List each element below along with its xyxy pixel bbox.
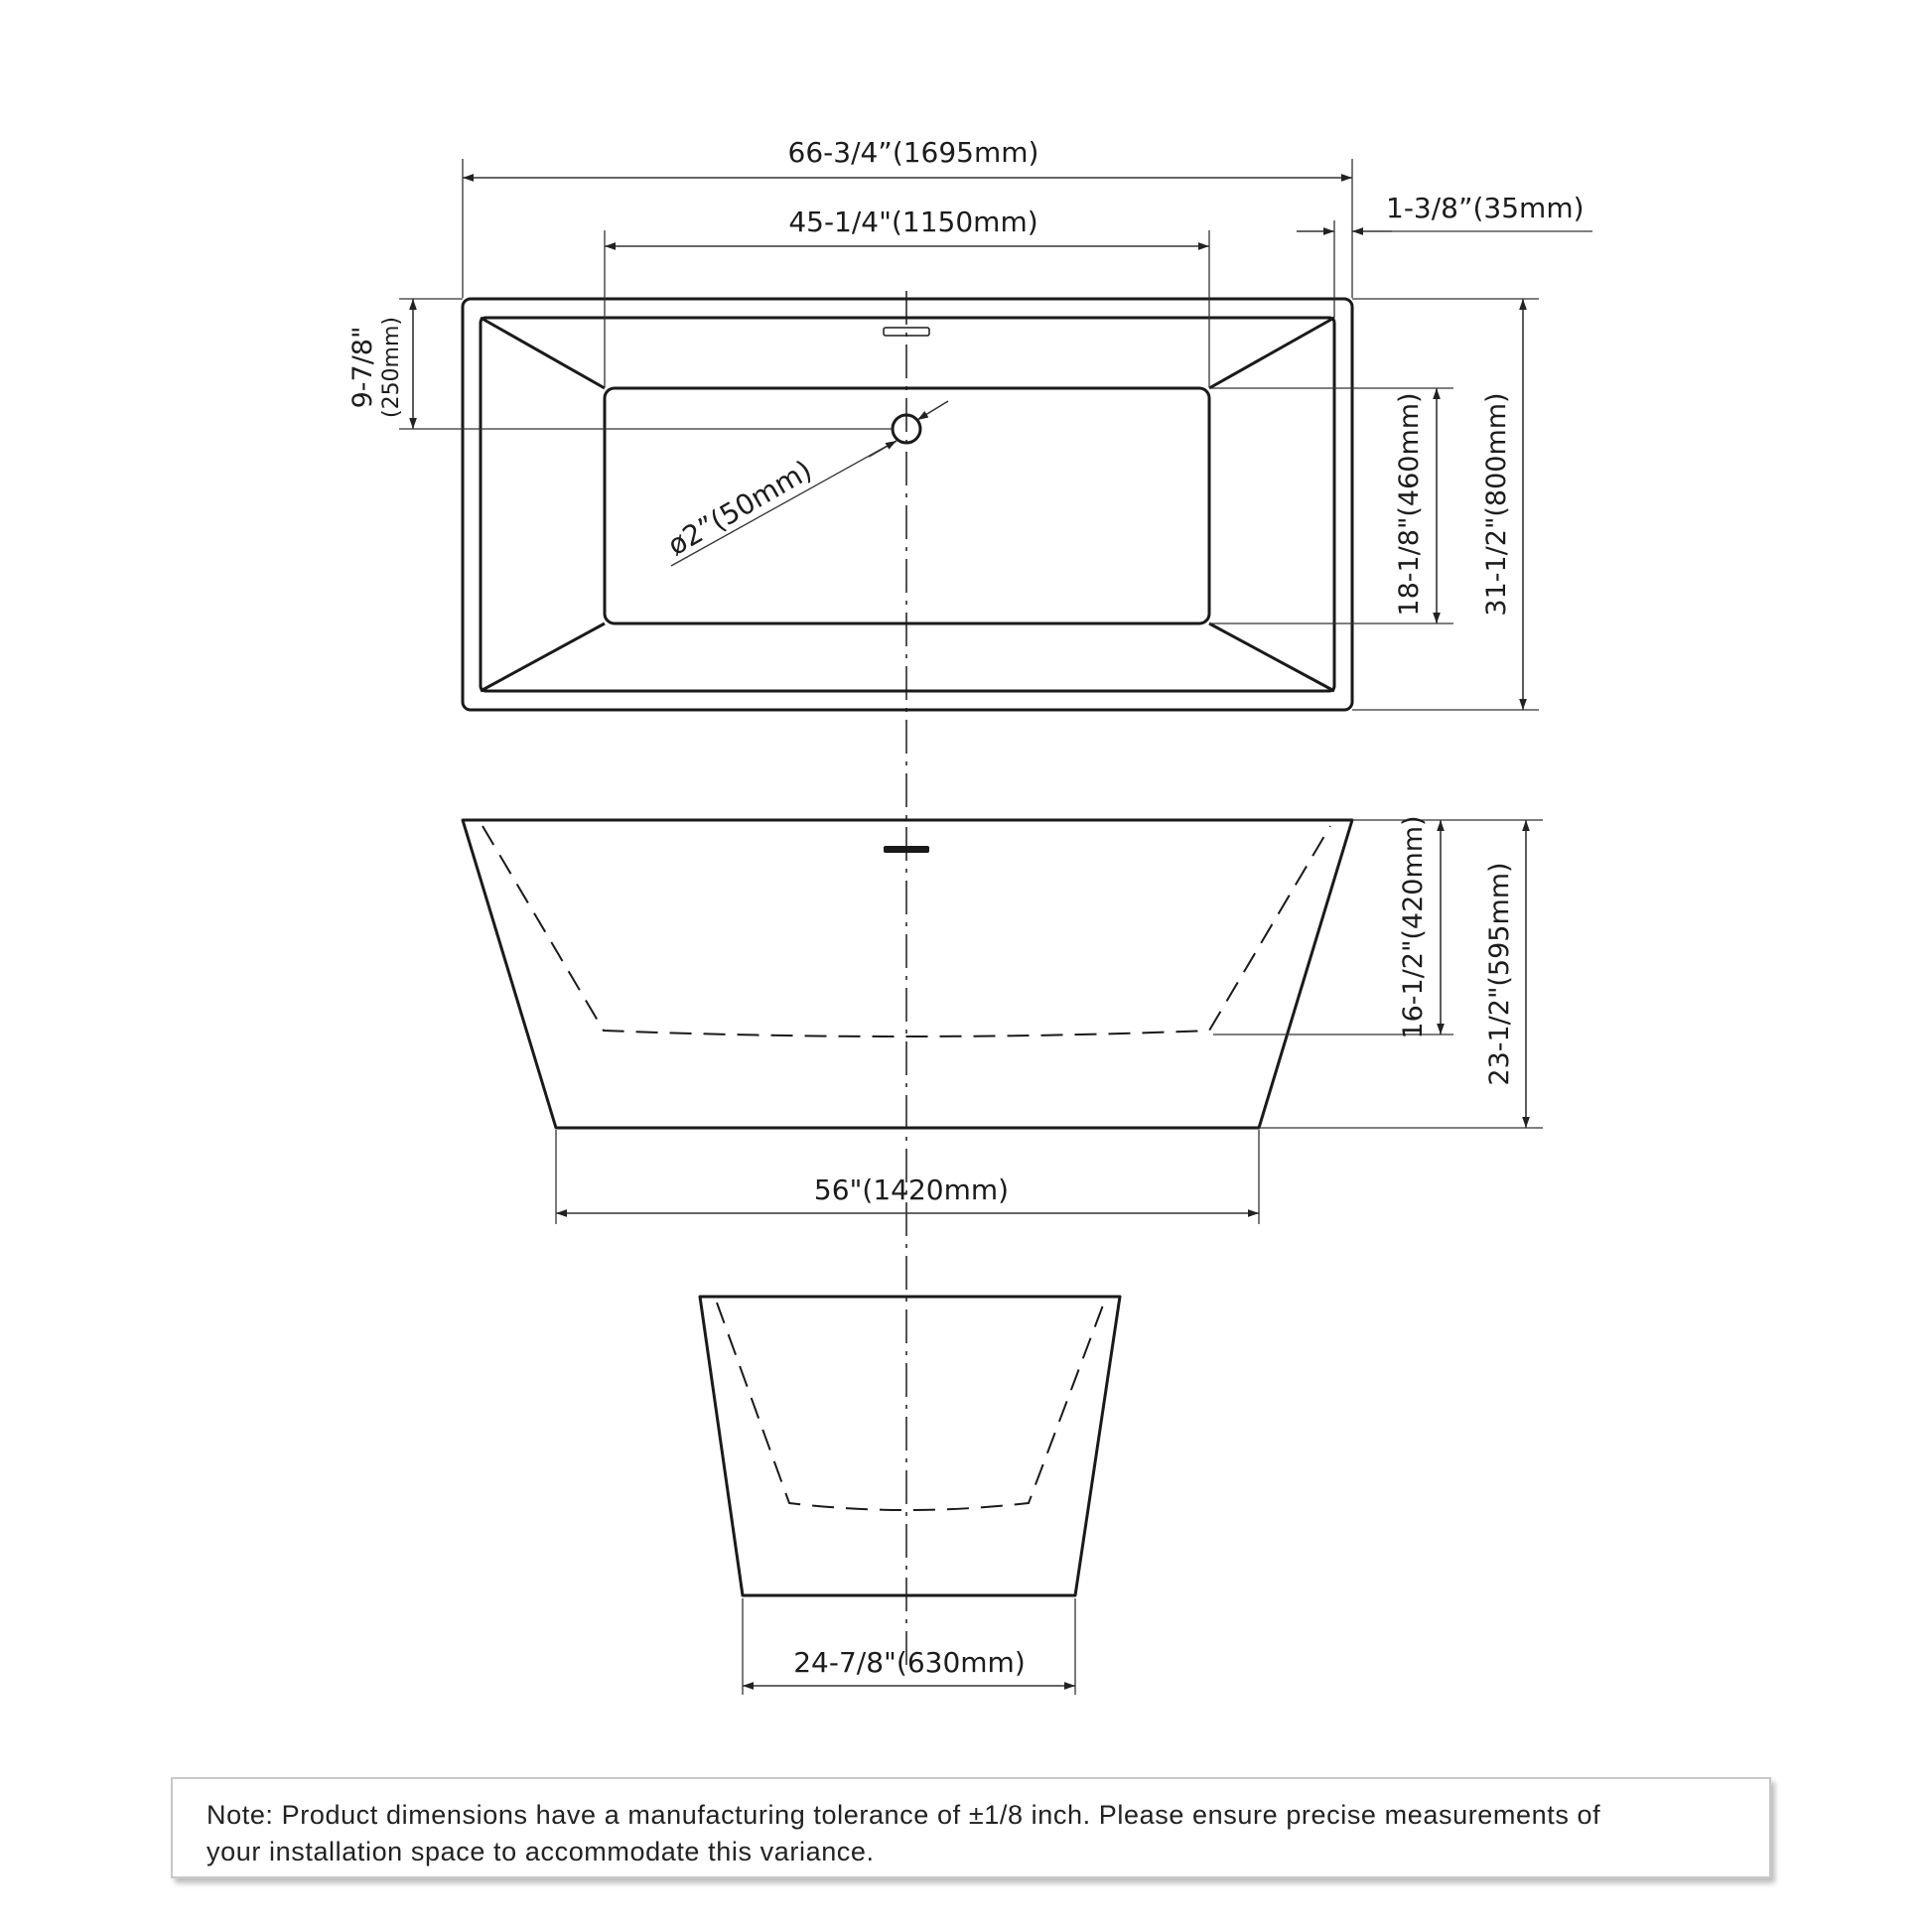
tub-outer-rim <box>461 297 1354 712</box>
drain-offset-mm-label: (250mm) <box>379 317 404 418</box>
interior-depth-label: 16-1/2"(420mm) <box>1398 815 1429 1038</box>
rim-width-label: 1-3/8”(35mm) <box>1386 192 1585 224</box>
side-view <box>461 818 1354 1130</box>
overall-width-label: 31-1/2"(800mm) <box>1481 392 1512 616</box>
tub-inner-rim <box>479 316 1336 693</box>
overflow-side <box>884 846 929 853</box>
drain-diameter-label: ø2”(50mm) <box>662 454 817 562</box>
top-view-dimensions: 66-3/4”(1695mm) 45-1/4"(1150mm) 1-3/8”(3… <box>347 136 1592 711</box>
tub-side-outline <box>461 818 1354 1130</box>
overall-length-label: 66-3/4”(1695mm) <box>788 136 1039 169</box>
overall-height-label: 23-1/2"(595mm) <box>1484 862 1515 1085</box>
tolerance-note-line-2: your installation space to accommodate t… <box>207 1837 875 1866</box>
drain-diameter-leader <box>670 442 894 567</box>
interior-width-label: 18-1/8"(460mm) <box>1394 392 1425 616</box>
top-view <box>461 297 1354 712</box>
tolerance-note: Note: Product dimensions have a manufact… <box>171 1777 1771 1878</box>
tub-end-outline <box>698 1295 1122 1597</box>
tub-slope-lines <box>480 316 1335 693</box>
base-length-label: 56"(1420mm) <box>814 1173 1009 1206</box>
tub-side-interior-hidden <box>482 825 1331 1037</box>
tub-end-interior-hidden <box>716 1302 1105 1511</box>
base-width-label: 24-7/8"(630mm) <box>793 1646 1026 1679</box>
side-view-dimensions: 16-1/2"(420mm) 23-1/2"(595mm) 56"(1420mm… <box>555 815 1543 1224</box>
end-view <box>698 1295 1122 1597</box>
drain-offset-inch-label: 9-7/8" <box>347 327 378 409</box>
tolerance-note-line-1: Note: Product dimensions have a manufact… <box>207 1800 1601 1830</box>
interior-length-label: 45-1/4"(1150mm) <box>788 206 1037 238</box>
end-view-dimensions: 24-7/8"(630mm) <box>742 1598 1076 1695</box>
